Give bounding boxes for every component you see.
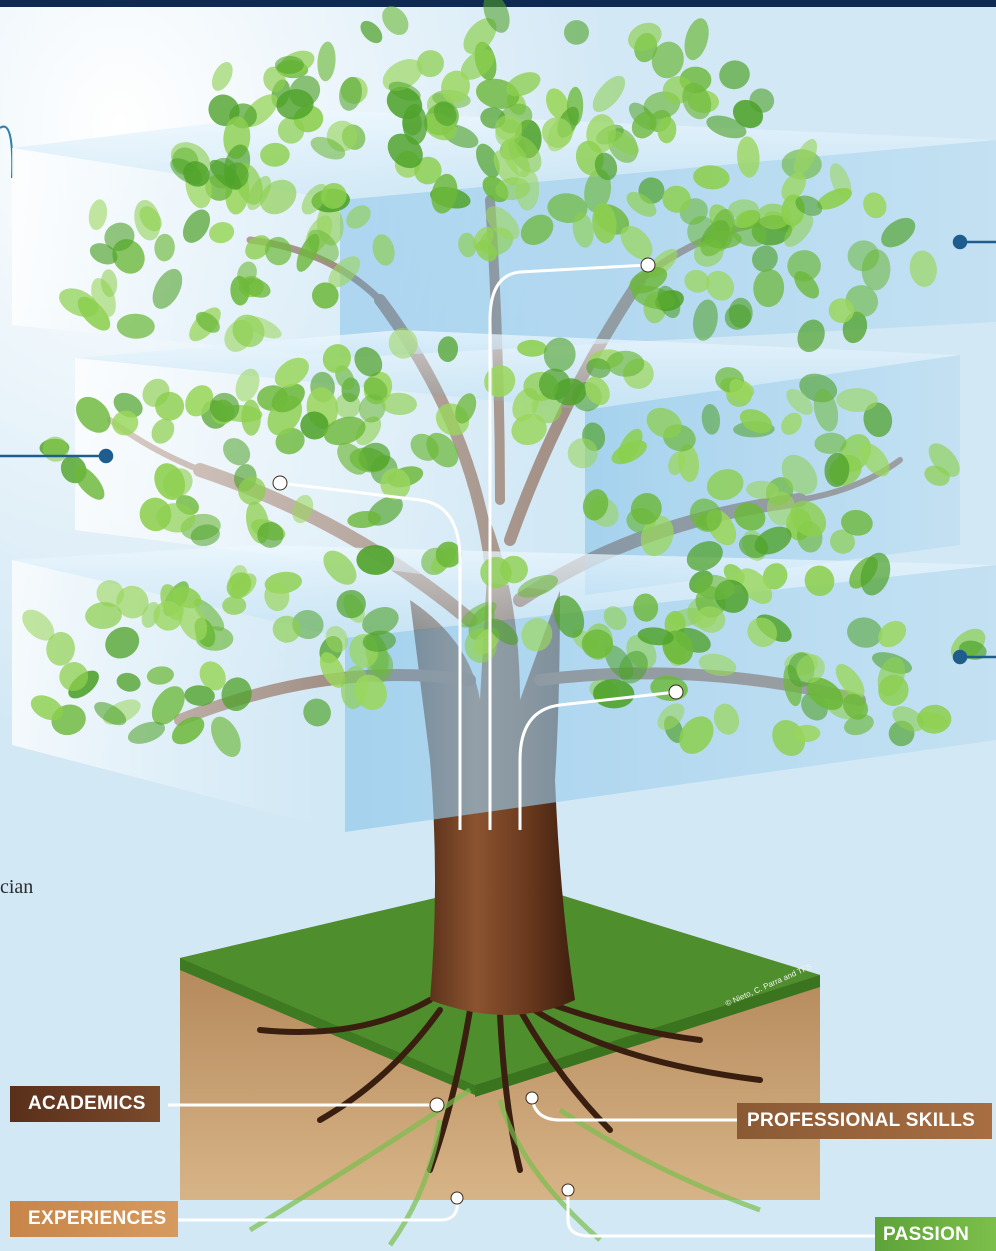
label-experiences: EXPERIENCES [10, 1201, 178, 1237]
leaf [312, 282, 339, 308]
label-passion: PASSION [875, 1217, 996, 1251]
label-professional-skills: PROFESSIONAL SKILLS [737, 1103, 992, 1139]
label-academics: ACADEMICS [10, 1086, 160, 1122]
caption-fragment: cian [0, 876, 33, 899]
leaf [516, 168, 539, 211]
